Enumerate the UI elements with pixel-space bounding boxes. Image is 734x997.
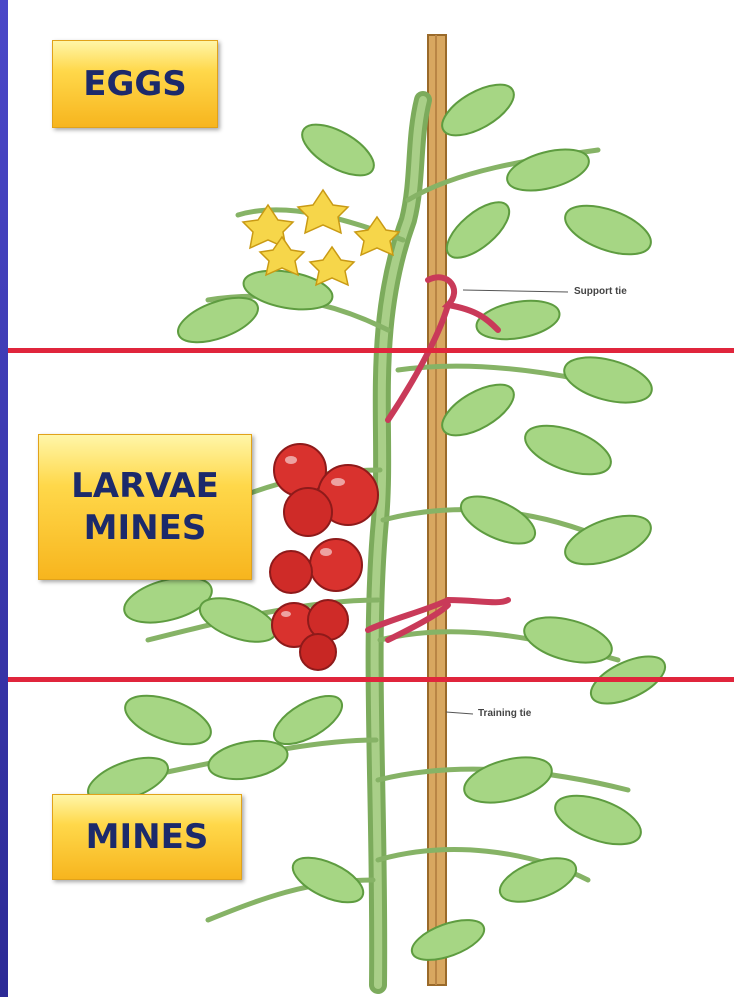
eggs-label: EGGS	[52, 40, 218, 128]
larvae-mines-label: LARVAE MINES	[38, 434, 252, 580]
support-tie-label: Support tie	[574, 286, 627, 297]
divider-line-bottom	[8, 677, 734, 682]
training-tie-label: Training tie	[478, 708, 531, 719]
support-tie-callout-line	[463, 290, 568, 292]
training-tie-callout-line	[446, 712, 473, 714]
tomato-cluster	[270, 444, 378, 670]
yellow-flowers	[243, 190, 399, 285]
divider-line-top	[8, 348, 734, 353]
mines-label: MINES	[52, 794, 242, 880]
diagram-frame: Support tie Training tie EGGS LARVAE MIN…	[8, 0, 734, 997]
